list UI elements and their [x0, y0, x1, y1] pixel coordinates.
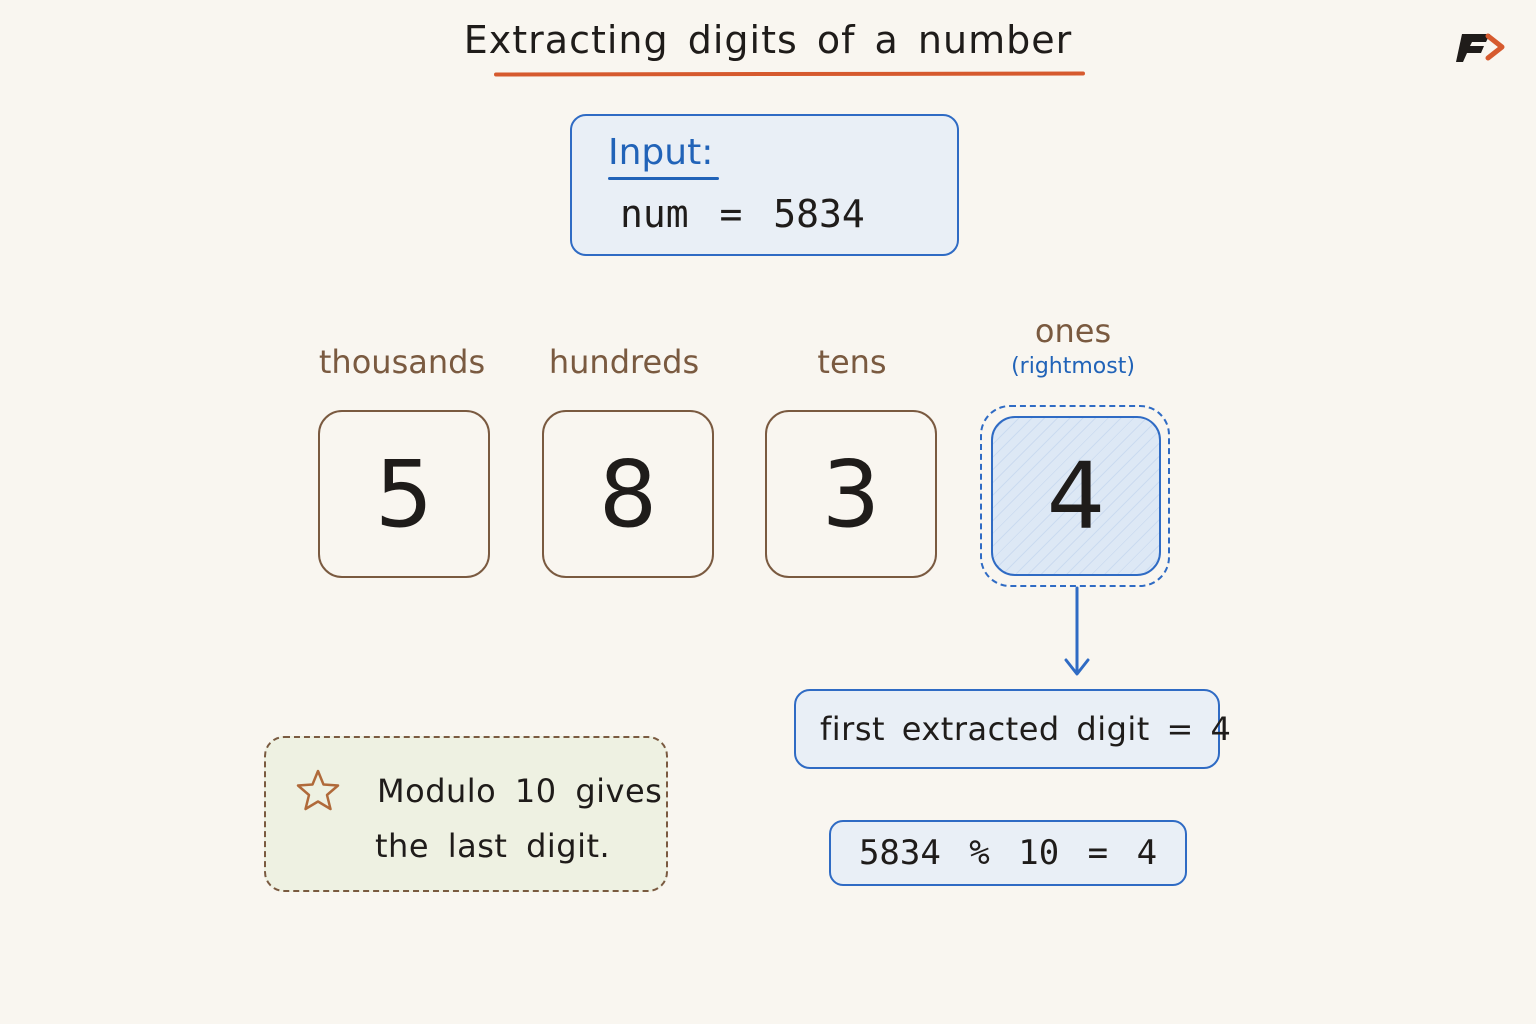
star-icon — [296, 769, 340, 811]
arrow-down-icon — [1064, 586, 1090, 676]
input-expression: num = 5834 — [620, 192, 865, 236]
diagram-title: Extracting digits of a number — [463, 18, 1073, 62]
digit-box-ones: 4 — [991, 416, 1161, 576]
place-sublabel-rightmost: (rightmost) — [1011, 354, 1135, 379]
digit-box-thousands: 5 — [318, 410, 490, 578]
digit-box-tens: 3 — [765, 410, 937, 578]
digit-box-hundreds: 8 — [542, 410, 714, 578]
place-label-hundreds: hundreds — [548, 343, 700, 381]
note-card — [264, 736, 668, 892]
note-line-1: Modulo 10 gives — [377, 772, 663, 810]
brand-logo-icon — [1456, 33, 1505, 62]
formula-card: 5834 % 10 = 4 — [829, 820, 1187, 886]
result-card: first extracted digit = 4 — [794, 689, 1231, 769]
place-label-ones: ones — [1034, 312, 1112, 350]
place-label-thousands: thousands — [318, 343, 486, 381]
highlight-outline — [980, 405, 1170, 587]
title-underline — [493, 71, 1086, 77]
note-line-2: the last digit. — [375, 827, 611, 865]
input-label-underline — [608, 177, 719, 180]
input-label: Input: — [608, 132, 714, 173]
place-label-tens: tens — [817, 343, 887, 381]
input-card — [570, 114, 959, 256]
